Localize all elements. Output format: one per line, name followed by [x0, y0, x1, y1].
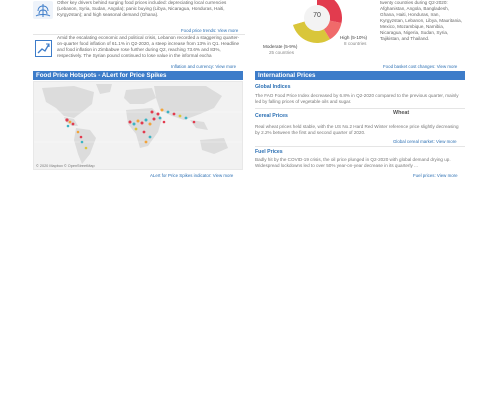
- hotspots-header: Food Price Hotspots - ALert for Price Sp…: [33, 71, 243, 80]
- southeast-asia: [190, 120, 208, 130]
- wheat-icon: [33, 1, 53, 19]
- cereal-prices-title: Cereal Prices: [255, 113, 288, 119]
- hotspot-markers: [65, 108, 196, 150]
- high-count: 8 countries: [344, 41, 367, 46]
- high-label: High (5-10%): [340, 35, 368, 40]
- fuel-prices-text: Badly hit by the COVID-19 crisis, the oi…: [255, 157, 451, 169]
- intl-divider-2: [255, 146, 465, 147]
- north-america: [42, 86, 94, 118]
- fuel-prices-link[interactable]: Fuel prices: View more: [413, 173, 458, 178]
- fuel-prices-title: Fuel Prices: [255, 149, 283, 155]
- south-america: [74, 128, 96, 164]
- map-attribution: © 2020 Mapbox © OpenStreetMap: [36, 164, 95, 168]
- asia: [154, 86, 222, 120]
- intl-divider-1: [255, 108, 465, 109]
- food-basket-link[interactable]: Food basket cost changes: View more: [383, 64, 458, 69]
- top-left-divider: [33, 34, 245, 35]
- donut-slice-red: [323, 20, 342, 40]
- donut-center-value: 70: [313, 12, 321, 19]
- cereal-prices-text: Real wheat prices held stable, with the …: [255, 124, 459, 136]
- inflation-currency-link[interactable]: Inflation and currency: View more: [171, 64, 237, 69]
- australia: [200, 138, 228, 154]
- inflation-chart-icon: [35, 40, 52, 57]
- moderate-label: Moderate (5-9%): [263, 44, 298, 49]
- intl-header: International Prices: [255, 71, 465, 80]
- donut-slice-crimson: [317, 0, 342, 23]
- wheat-label: Wheat: [393, 110, 410, 116]
- global-indices-text: The FAO Food Price Index decreased by 6.…: [255, 93, 459, 105]
- donut-chart: 70: [288, 0, 348, 48]
- price-spikes-link[interactable]: ALert for Price Spikes indicator: View m…: [150, 173, 234, 178]
- hotspots-map[interactable]: © 2020 Mapbox © OpenStreetMap: [33, 81, 243, 170]
- global-cereal-link[interactable]: Global cereal market: View more: [393, 139, 457, 144]
- food-price-trends-link[interactable]: Food price trends: View more: [181, 28, 239, 33]
- inflation-text: Amid the escalating economic and politic…: [57, 35, 240, 58]
- donut-slice-yellow: [293, 21, 330, 43]
- europe: [124, 88, 156, 104]
- drivers-text: Other key drivers behind surging food pr…: [57, 0, 227, 17]
- greenland: [96, 84, 112, 94]
- countries-list-text: twenty countries during Q2-2020: Afghani…: [380, 0, 462, 41]
- global-indices-title: Global Indices: [255, 84, 291, 90]
- moderate-count: 25 countries: [269, 50, 295, 55]
- top-left-panel: Other key drivers behind surging food pr…: [33, 0, 245, 69]
